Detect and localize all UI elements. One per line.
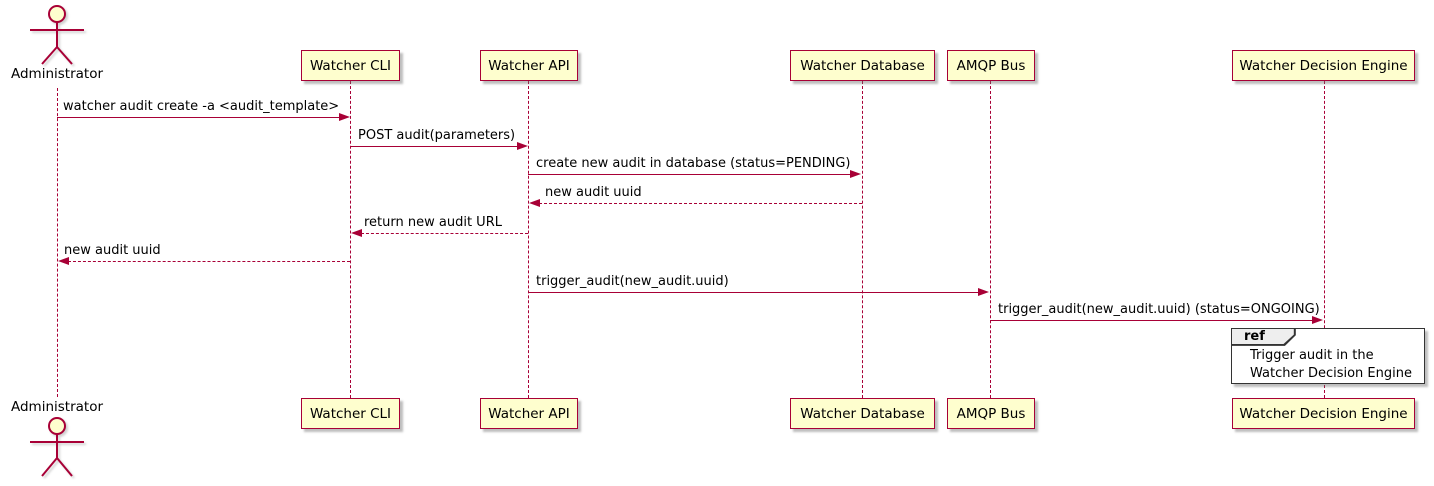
message-label: watcher audit create -a <audit_template> xyxy=(63,99,340,114)
participant-watcher-cli-top: Watcher CLI xyxy=(301,50,400,81)
actor-label-administrator-bottom: Administrator xyxy=(10,399,104,415)
arrowhead-icon xyxy=(58,257,69,266)
arrowhead-icon xyxy=(978,288,989,297)
message-line xyxy=(539,203,862,204)
participant-watcher-api-top: Watcher API xyxy=(480,50,578,81)
participant-amqp-bus-top: AMQP Bus xyxy=(947,50,1035,81)
lifeline-administrator xyxy=(56,88,58,397)
message-label: new audit uuid xyxy=(64,243,161,258)
lifeline-watcher-database xyxy=(861,81,863,398)
administrator-actor-icon xyxy=(30,5,84,65)
lifeline-watcher-cli xyxy=(349,81,351,398)
participant-watcher-decision-engine-bottom: Watcher Decision Engine xyxy=(1232,398,1415,429)
lifeline-amqp-bus xyxy=(990,81,991,398)
administrator-actor-icon-bottom xyxy=(30,417,84,477)
message-label: trigger_audit(new_audit.uuid) (status=ON… xyxy=(998,302,1320,317)
ref-fragment: ref Trigger audit in the Watcher Decisio… xyxy=(1231,328,1425,384)
message-label: return new audit URL xyxy=(364,215,502,230)
participant-watcher-cli-bottom: Watcher CLI xyxy=(301,398,400,429)
participant-watcher-api-bottom: Watcher API xyxy=(480,398,578,429)
message-label: create new audit in database (status=PEN… xyxy=(536,156,851,171)
participant-watcher-decision-engine-top: Watcher Decision Engine xyxy=(1232,50,1415,81)
message-label: trigger_audit(new_audit.uuid) xyxy=(536,274,729,289)
ref-keyword: ref xyxy=(1244,329,1265,344)
message-label: POST audit(parameters) xyxy=(358,128,516,143)
message-line xyxy=(528,174,852,175)
message-label: new audit uuid xyxy=(545,185,642,200)
arrowhead-icon xyxy=(351,229,362,238)
lifeline-watcher-decision-engine xyxy=(1323,81,1325,398)
message-line xyxy=(528,292,980,293)
arrowhead-icon xyxy=(529,199,540,208)
arrowhead-icon xyxy=(517,142,528,151)
message-line xyxy=(57,117,341,118)
ref-text-line2: Watcher Decision Engine xyxy=(1250,366,1412,381)
participant-amqp-bus-bottom: AMQP Bus xyxy=(947,398,1035,429)
ref-header-shape xyxy=(1231,328,1296,346)
arrowhead-icon xyxy=(339,113,350,122)
message-line xyxy=(68,261,350,262)
message-line xyxy=(990,320,1314,321)
participant-watcher-database-top: Watcher Database xyxy=(790,50,935,81)
arrowhead-icon xyxy=(1312,316,1323,325)
ref-text-line1: Trigger audit in the xyxy=(1250,348,1374,363)
lifeline-watcher-api xyxy=(528,81,529,398)
arrowhead-icon xyxy=(850,170,861,179)
participant-watcher-database-bottom: Watcher Database xyxy=(790,398,935,429)
actor-label-administrator-top: Administrator xyxy=(10,66,104,82)
message-line xyxy=(350,146,519,147)
message-line xyxy=(361,233,528,234)
